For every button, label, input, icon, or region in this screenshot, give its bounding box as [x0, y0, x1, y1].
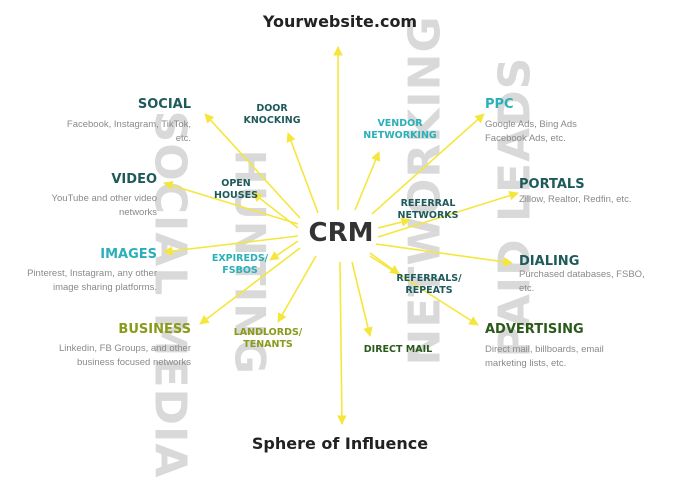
- arrow-direct-mail: [351, 261, 373, 337]
- arrow-dialing: [375, 243, 513, 267]
- video-title: VIDEO: [111, 172, 157, 187]
- dialing-title: DIALING: [519, 254, 580, 269]
- arrow-video: [163, 180, 299, 225]
- arrow-referral-networks: [377, 217, 411, 229]
- arrow-door-knocking: [286, 132, 319, 214]
- door-knocking-label: DOOR KNOCKING: [243, 103, 301, 126]
- arrow-social: [204, 113, 301, 219]
- portals-title: PORTALS: [519, 177, 585, 192]
- social-title: SOCIAL: [137, 97, 191, 112]
- business-title: BUSINESS: [118, 322, 191, 337]
- ppc-desc: Google Ads, Bing Ads Facebook Ads, etc.: [485, 119, 577, 144]
- open-houses-label: OPEN HOUSES: [214, 178, 258, 201]
- landlords-label: LANDLORDS/ TENANTS: [233, 327, 303, 350]
- video-desc: YouTube and other video networks: [51, 193, 157, 218]
- arrow-open-houses: [252, 192, 299, 229]
- arrow-portals: [377, 191, 519, 238]
- bottom-label: Sphere of Influence: [251, 434, 429, 453]
- arrow-expireds: [269, 240, 299, 261]
- top-label: Yourwebsite.com: [262, 12, 418, 31]
- images-desc: Pinterest, Instagram, any other image sh…: [27, 268, 157, 293]
- arrow-images: [163, 235, 299, 256]
- referrals-repeats-label: REFERRALS/ REPEATS: [396, 273, 462, 296]
- ppc-title: PPC: [485, 97, 514, 112]
- portals-desc: Zillow, Realtor, Redfin, etc.: [519, 194, 632, 205]
- business-desc: Linkedin, FB Groups, and other business …: [58, 343, 191, 368]
- arrow-vendor: [354, 151, 381, 211]
- dialing-desc: Purchased databases, FSBO, etc.: [519, 269, 645, 294]
- arrow-landlords: [277, 255, 317, 323]
- arrow-advertising: [369, 255, 479, 326]
- advertising-title: ADVERTISING: [485, 322, 584, 337]
- advertising-desc: Direct mail, billboards, email marketing…: [485, 344, 604, 369]
- referral-networks-label: REFERRAL NETWORKS: [397, 198, 459, 221]
- crm-label: CRM: [308, 218, 374, 248]
- direct-mail-label: DIRECT MAIL: [363, 344, 433, 355]
- arrow-bottom: [337, 261, 347, 425]
- social-desc: Facebook, Instagram, TikTok, etc.: [66, 119, 191, 144]
- arrow-ppc: [371, 113, 485, 215]
- expireds-label: EXPIREDS/ FSBOS: [211, 253, 269, 276]
- images-title: IMAGES: [100, 247, 157, 262]
- vendor-networking-label: VENDOR NETWORKING: [363, 118, 437, 141]
- arrow-business: [199, 247, 301, 325]
